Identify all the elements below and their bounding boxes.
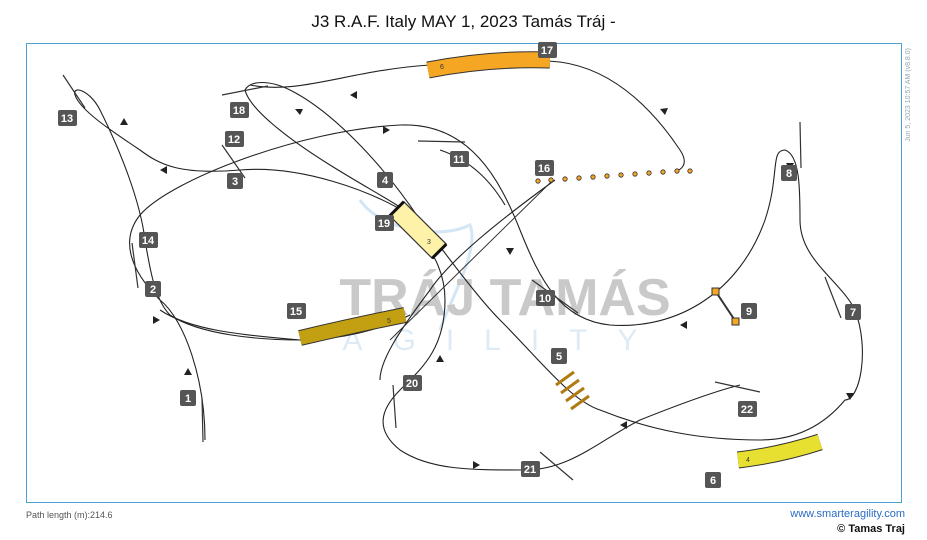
jump-12 bbox=[221, 144, 246, 179]
number-box-16: 16 bbox=[535, 160, 554, 176]
svg-text:19: 19 bbox=[378, 218, 390, 230]
watermark-line2: AGILITY bbox=[342, 324, 667, 357]
jump-21 bbox=[539, 451, 574, 481]
number-box-2: 2 bbox=[145, 281, 161, 297]
number-box-1: 1 bbox=[180, 390, 196, 406]
number-box-18: 18 bbox=[230, 102, 249, 118]
number-box-12: 12 bbox=[225, 131, 244, 147]
number-box-21: 21 bbox=[521, 461, 540, 477]
number-box-9: 9 bbox=[741, 303, 757, 319]
tunnel-center bbox=[388, 200, 448, 260]
number-box-5: 5 bbox=[551, 348, 567, 364]
svg-text:9: 9 bbox=[746, 306, 752, 318]
number-box-7: 7 bbox=[845, 304, 861, 320]
watermark: TRÁJ TAMÁS AGILITY bbox=[339, 199, 671, 357]
svg-text:8: 8 bbox=[786, 168, 792, 180]
tunnels: 6 5 4 3 bbox=[298, 51, 823, 469]
number-box-22: 22 bbox=[738, 401, 757, 417]
jumps bbox=[62, 74, 842, 481]
number-box-19: 19 bbox=[375, 215, 394, 231]
number-box-20: 20 bbox=[403, 375, 422, 391]
jump-22 bbox=[714, 381, 761, 393]
tunnel-center-label: 3 bbox=[427, 239, 431, 246]
number-box-8: 8 bbox=[781, 165, 797, 181]
course-frame bbox=[26, 43, 902, 503]
website-link[interactable]: www.smarteragility.com bbox=[790, 508, 905, 520]
tunnel-bottom-label: 4 bbox=[746, 457, 750, 464]
number-box-11: 11 bbox=[450, 151, 469, 167]
number-boxes: 1 2 3 4 5 6 7 8 9 10 11 12 13 14 15 16 1… bbox=[58, 42, 861, 488]
dog-path bbox=[74, 59, 863, 471]
jump-11 bbox=[417, 140, 466, 143]
svg-text:21: 21 bbox=[524, 464, 536, 476]
svg-text:15: 15 bbox=[290, 306, 302, 318]
long-jump-5 bbox=[555, 370, 590, 411]
copyright: © Tamas Traj bbox=[837, 523, 905, 535]
jump-8 bbox=[799, 121, 802, 169]
svg-text:11: 11 bbox=[453, 154, 465, 166]
svg-text:17: 17 bbox=[541, 45, 553, 57]
jump-13 bbox=[62, 74, 86, 109]
weave-poles-16 bbox=[535, 168, 693, 184]
tire-9 bbox=[711, 287, 740, 326]
tunnel-top bbox=[426, 52, 551, 78]
svg-text:10: 10 bbox=[539, 293, 551, 305]
svg-text:22: 22 bbox=[741, 404, 753, 416]
svg-text:3: 3 bbox=[232, 176, 238, 188]
number-box-3: 3 bbox=[227, 173, 243, 189]
tunnel-left bbox=[298, 308, 407, 345]
number-box-15: 15 bbox=[287, 303, 306, 319]
svg-text:4: 4 bbox=[382, 175, 389, 187]
jump-18 bbox=[221, 85, 269, 96]
svg-text:6: 6 bbox=[710, 475, 716, 487]
svg-text:20: 20 bbox=[406, 378, 418, 390]
svg-text:14: 14 bbox=[142, 235, 155, 247]
course-title: J3 R.A.F. Italy MAY 1, 2023 Tamás Tráj - bbox=[311, 12, 616, 31]
jump-20 bbox=[392, 384, 397, 429]
svg-text:5: 5 bbox=[556, 351, 562, 363]
jump-1 bbox=[201, 397, 204, 443]
number-box-6: 6 bbox=[705, 472, 721, 488]
tunnel-left-label: 5 bbox=[387, 318, 391, 325]
jump-14 bbox=[131, 242, 139, 289]
number-box-14: 14 bbox=[139, 232, 158, 248]
svg-text:2: 2 bbox=[150, 284, 156, 296]
svg-text:12: 12 bbox=[228, 134, 240, 146]
svg-text:13: 13 bbox=[61, 113, 73, 125]
number-box-17: 17 bbox=[538, 42, 557, 58]
path-arrows bbox=[120, 91, 854, 469]
svg-text:18: 18 bbox=[233, 105, 245, 117]
number-box-10: 10 bbox=[536, 290, 555, 306]
number-box-13: 13 bbox=[58, 110, 77, 126]
jump-7 bbox=[824, 276, 842, 319]
svg-text:16: 16 bbox=[538, 163, 550, 175]
path-length: Path length (m):214.6 bbox=[26, 510, 113, 520]
tunnel-bottom bbox=[737, 434, 823, 468]
line-16 bbox=[389, 179, 554, 341]
number-box-4: 4 bbox=[377, 172, 393, 188]
svg-text:1: 1 bbox=[185, 393, 191, 405]
svg-text:7: 7 bbox=[850, 307, 856, 319]
tunnel-top-label: 6 bbox=[440, 64, 444, 71]
